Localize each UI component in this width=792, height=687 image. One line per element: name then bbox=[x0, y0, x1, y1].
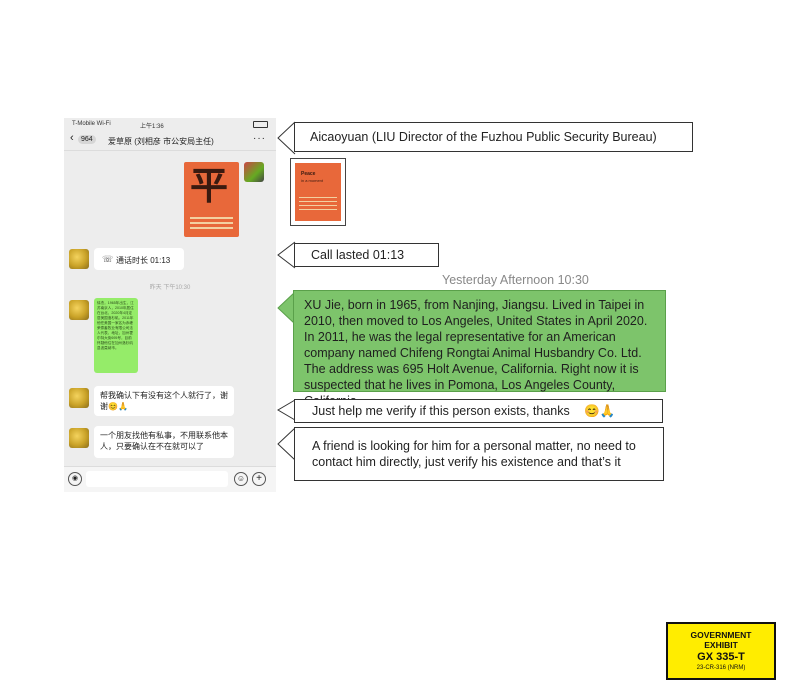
callout-pointer-title bbox=[277, 121, 296, 155]
government-exhibit-label: GOVERNMENT EXHIBIT GX 335-T 23-CR-316 (N… bbox=[666, 622, 776, 680]
title-translation: Aicaoyuan (LIU Director of the Fuzhou Pu… bbox=[310, 130, 657, 144]
wechat-screenshot: T-Mobile Wi-Fi 上午1:36 ‹ 964 爱草原 (刘相彦 市公安… bbox=[64, 118, 276, 492]
sticker-title: Peace bbox=[301, 171, 316, 177]
friend-translation-box bbox=[294, 427, 664, 481]
plus-icon[interactable]: + bbox=[252, 472, 266, 486]
sender-avatar[interactable] bbox=[244, 162, 264, 182]
contact-avatar[interactable] bbox=[69, 300, 89, 320]
chat-header: ‹ 964 爱草原 (刘相彦 市公安局主任) ··· bbox=[64, 130, 276, 151]
chat-input-bar: ◉ ☺ + bbox=[64, 466, 276, 492]
callout-pointer-verify bbox=[277, 399, 296, 421]
unread-badge: 964 bbox=[78, 135, 96, 144]
sticker-glyph-icon: 平 bbox=[190, 163, 229, 208]
info-translation: XU Jie, born in 1965, from Nanjing, Jian… bbox=[293, 290, 666, 408]
timestamp-translation: Yesterday Afternoon 10:30 bbox=[442, 273, 589, 287]
friend-message-bubble[interactable]: 一个朋友找他有私事，不用联系他本人，只要确认在不在就可以了 bbox=[94, 426, 234, 458]
more-options-icon[interactable]: ··· bbox=[253, 133, 266, 144]
sticker-caption-lines bbox=[190, 217, 233, 231]
exhibit-number: GX 335-T bbox=[697, 651, 745, 663]
chat-timestamp: 昨天 下午10:30 bbox=[149, 285, 191, 291]
call-duration-text: 通话时长 01:13 bbox=[116, 256, 171, 265]
exhibit-line2: EXHIBIT bbox=[704, 640, 738, 650]
verify-emoji: 😊🙏 bbox=[584, 404, 616, 418]
status-time: 上午1:36 bbox=[140, 124, 164, 130]
sticker-translation-image: Peace in a moment bbox=[290, 158, 346, 226]
status-bar: T-Mobile Wi-Fi 上午1:36 bbox=[64, 118, 276, 130]
exhibit-line1: GOVERNMENT bbox=[690, 630, 752, 640]
contact-avatar[interactable] bbox=[69, 249, 89, 269]
call-translation: Call lasted 01:13 bbox=[311, 248, 405, 262]
friend-translation: A friend is looking for him for a person… bbox=[312, 439, 636, 469]
callout-pointer-info bbox=[277, 291, 296, 325]
sticker-subtitle: in a moment bbox=[301, 178, 324, 183]
call-translation-box bbox=[294, 243, 439, 267]
voice-input-icon[interactable]: ◉ bbox=[68, 472, 82, 486]
callout-pointer-call bbox=[277, 241, 296, 269]
verify-message-bubble[interactable]: 帮我确认下有没有这个人就行了，谢谢😊🙏 bbox=[94, 386, 234, 416]
contact-avatar[interactable] bbox=[69, 428, 89, 448]
title-translation-box bbox=[294, 122, 693, 152]
info-message-bubble[interactable]: 徐杰，1965年出生，江苏南京人，2010年居住在台北，2020年4月定居美国洛… bbox=[94, 298, 138, 373]
sticker-thumbnail bbox=[295, 163, 341, 221]
carrier-label: T-Mobile Wi-Fi bbox=[72, 121, 111, 127]
exhibit-case-number: 23-CR-316 (NRM) bbox=[696, 665, 746, 671]
peace-sticker-image: 平 bbox=[184, 162, 239, 237]
message-input[interactable] bbox=[86, 471, 228, 487]
phone-hangup-icon: ☏ bbox=[102, 254, 114, 264]
callout-pointer-friend bbox=[277, 427, 296, 461]
sticker-text-lines bbox=[299, 197, 337, 211]
call-record-bubble[interactable]: ☏ 通话时长 01:13 bbox=[94, 248, 184, 270]
chat-title: 爱草原 (刘相彦 市公安局主任) bbox=[108, 137, 214, 146]
back-chevron-icon[interactable]: ‹ bbox=[70, 132, 74, 144]
verify-translation-box bbox=[294, 399, 663, 423]
battery-icon bbox=[253, 121, 268, 128]
emoji-icon[interactable]: ☺ bbox=[234, 472, 248, 486]
verify-translation: Just help me verify if this person exist… bbox=[312, 404, 570, 418]
contact-avatar[interactable] bbox=[69, 388, 89, 408]
